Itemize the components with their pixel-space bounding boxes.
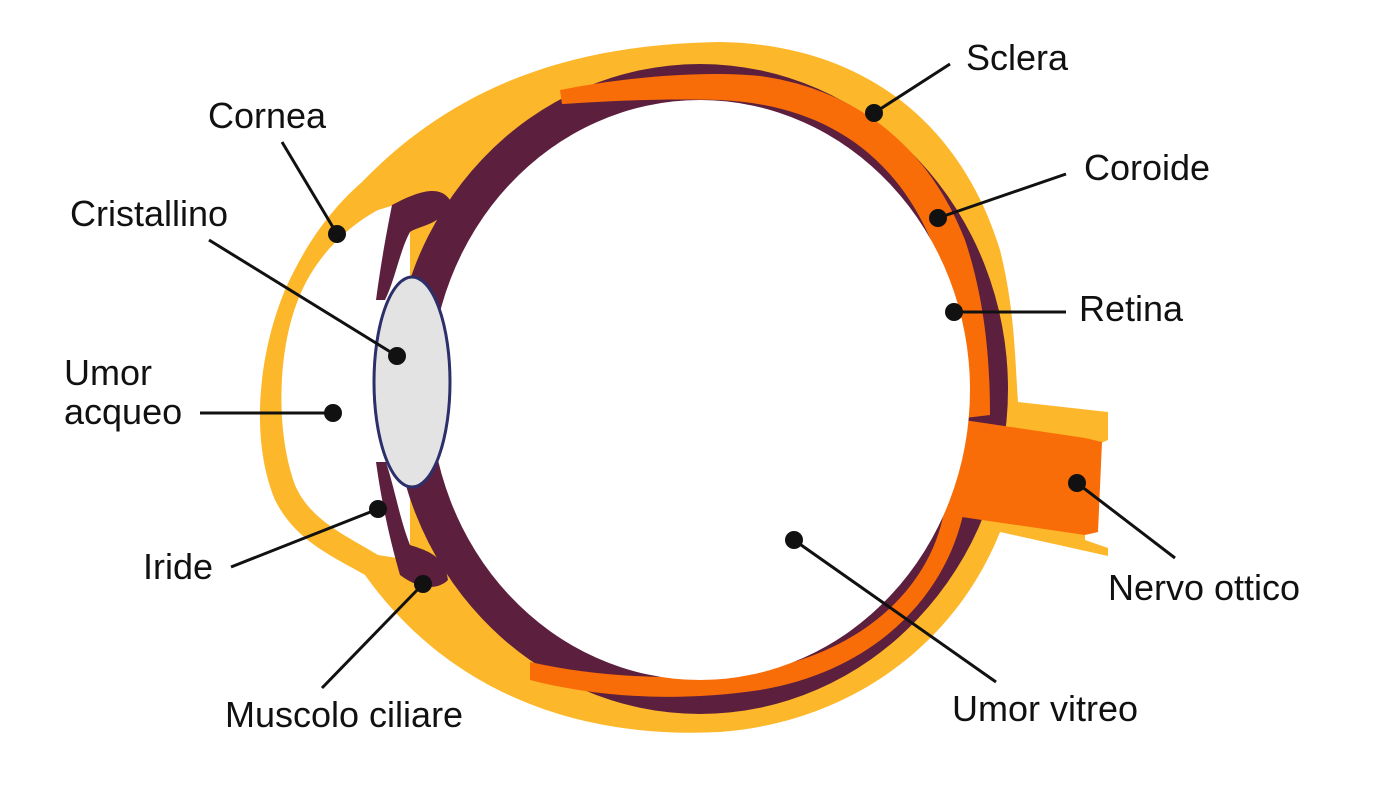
dot-iride — [369, 500, 387, 518]
iride-lower — [376, 462, 448, 587]
label-muscolo-ciliare: Muscolo ciliare — [225, 694, 464, 735]
dot-sclera — [865, 104, 883, 122]
dot-umor-vitreo — [785, 531, 803, 549]
leader-cristallino — [208, 238, 398, 358]
umor-vitreo-region — [430, 100, 970, 680]
label-sclera: Sclera — [966, 37, 1069, 78]
leader-umor-vitreo — [793, 538, 997, 684]
dot-muscolo-ciliare — [414, 575, 432, 593]
label-cristallino: Cristallino — [70, 193, 229, 234]
leader-coroide — [937, 172, 1067, 220]
retina-layer — [560, 73, 990, 418]
leader-muscolo-ciliare — [320, 582, 425, 690]
leader-sclera — [873, 62, 951, 115]
label-coroide: Coroide — [1084, 147, 1211, 188]
dot-nervo-ottico — [1068, 474, 1086, 492]
leader-cornea — [280, 141, 339, 235]
dot-cornea — [328, 225, 346, 243]
dot-cristallino — [388, 347, 406, 365]
dot-retina — [945, 303, 963, 321]
label-iride: Iride — [143, 546, 214, 587]
leader-iride — [230, 507, 379, 569]
cristallino-lens — [372, 275, 452, 489]
label-umor-vitreo: Umor vitreo — [952, 688, 1139, 729]
dot-coroide — [929, 209, 947, 227]
dot-umor-acqueo — [324, 404, 342, 422]
retina-layer-lower — [530, 505, 965, 697]
label-cornea: Cornea — [208, 95, 327, 136]
leader-nervo-ottico — [1076, 481, 1176, 560]
label-umor-acqueo-line2: acqueo — [64, 391, 183, 432]
label-retina: Retina — [1079, 288, 1184, 329]
label-umor-acqueo-line1: Umor — [64, 352, 152, 393]
iride-upper — [376, 190, 450, 300]
optic-nerve-shape — [948, 418, 1102, 535]
label-nervo-ottico: Nervo ottico — [1108, 567, 1301, 608]
